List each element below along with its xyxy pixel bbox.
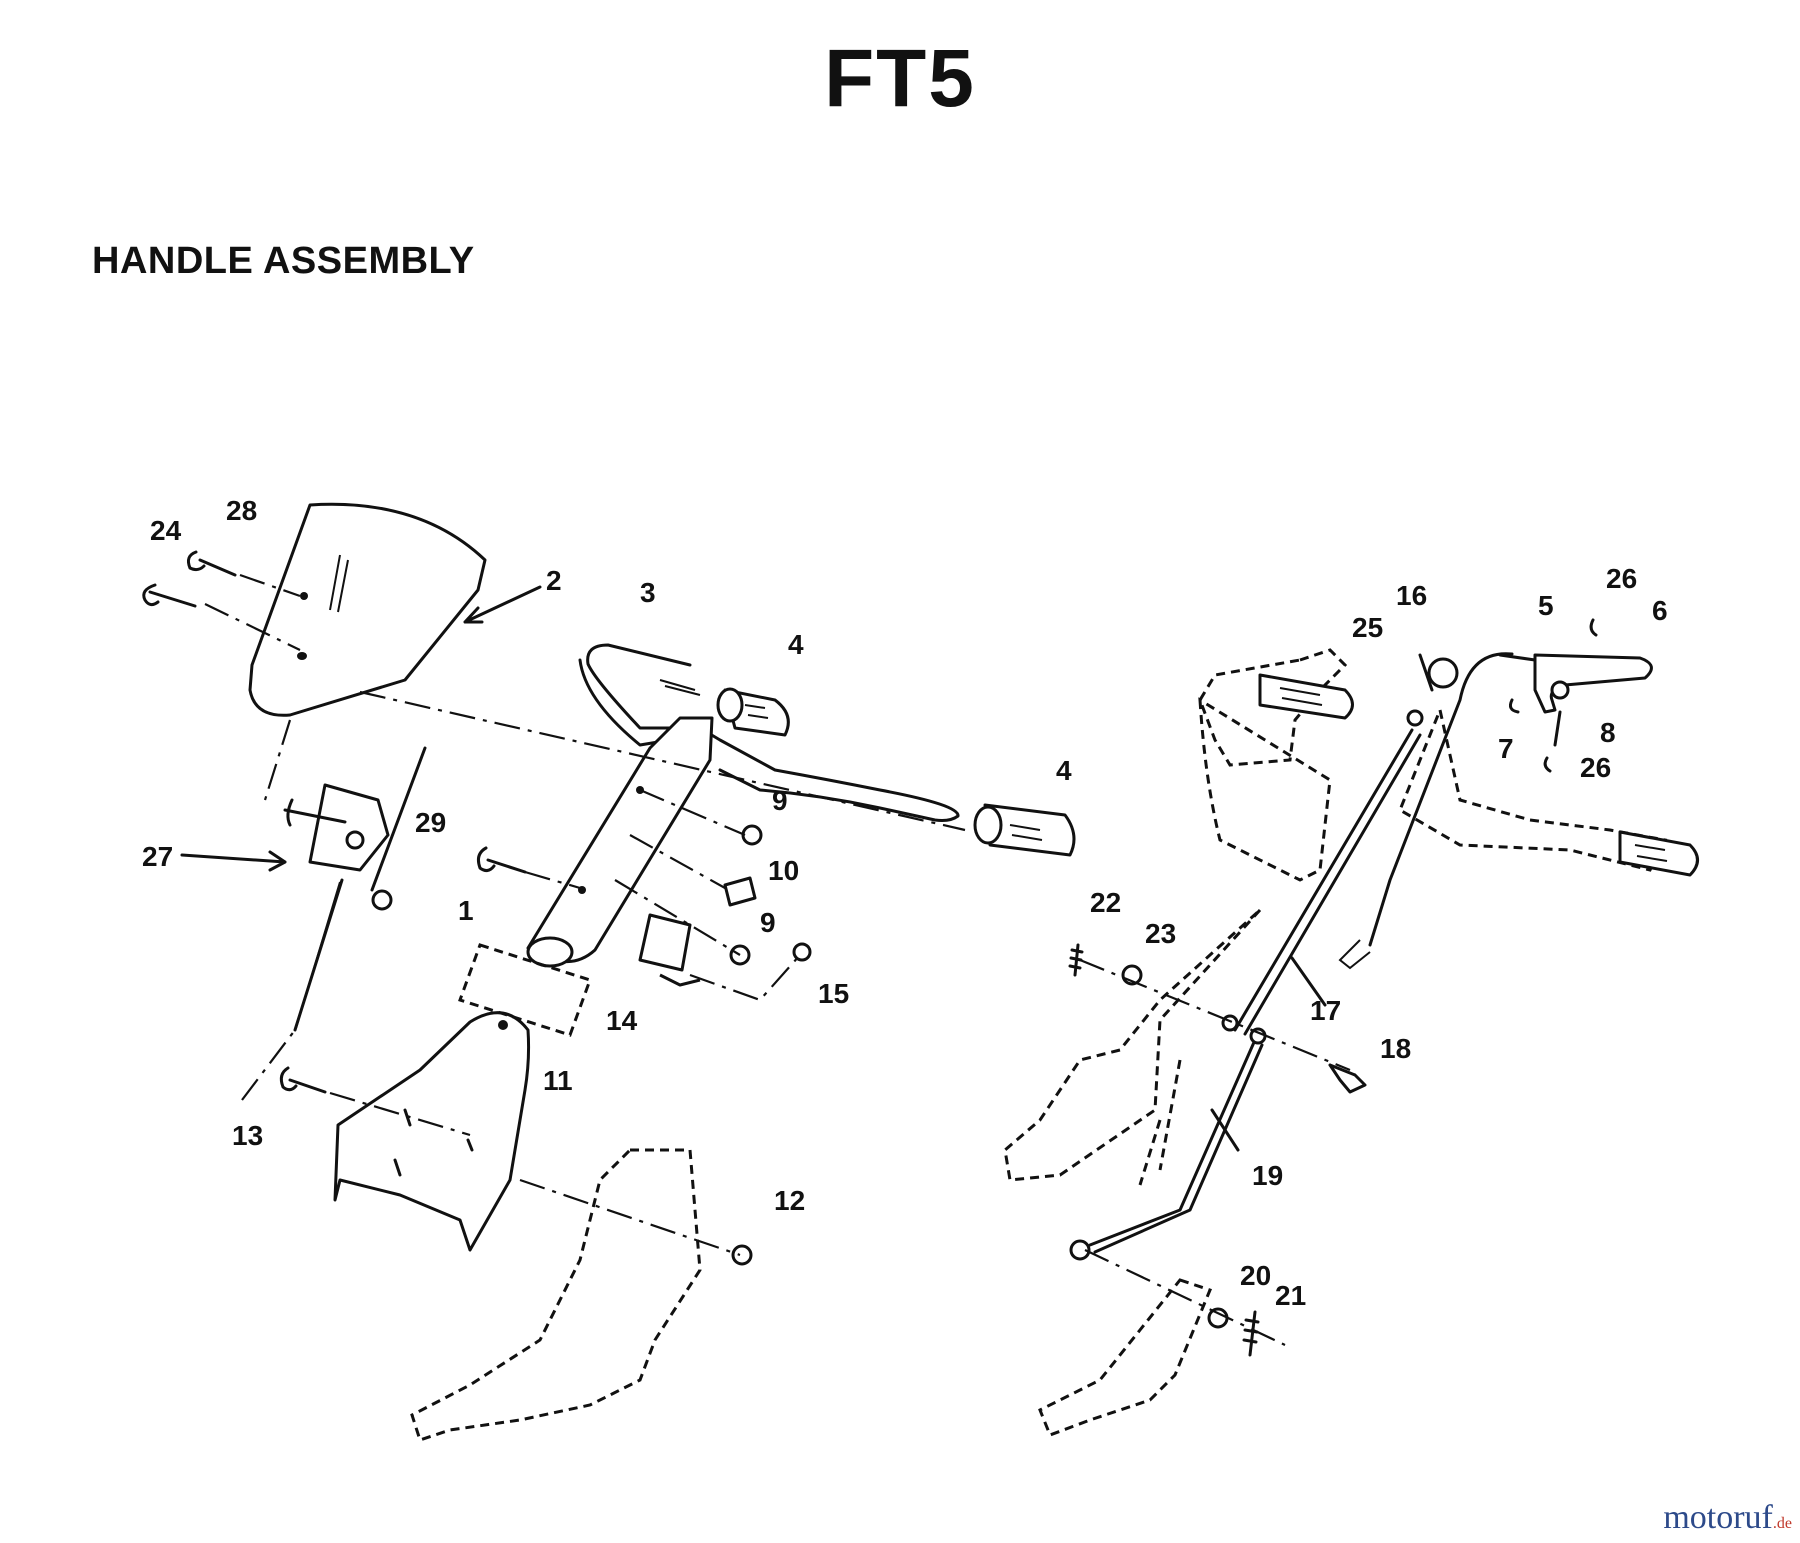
- callout-24: 24: [150, 515, 182, 546]
- lower-bracket: [333, 1011, 531, 1252]
- bolt-13: [279, 1066, 327, 1094]
- spacer-outline: [458, 943, 592, 1037]
- callout-6: 6: [1652, 595, 1668, 626]
- bolt-24: [142, 583, 197, 608]
- shift-knob: [1427, 657, 1459, 689]
- callout-23: 23: [1145, 918, 1176, 949]
- callout-25: 25: [1352, 612, 1383, 643]
- screw-28: [187, 550, 237, 577]
- clip-10: [723, 876, 757, 907]
- callout-4-lower: 4: [1056, 755, 1072, 786]
- shift-rod: [1233, 728, 1422, 1036]
- nut-29: [371, 889, 393, 911]
- watermark: motoruf.de: [1663, 1499, 1792, 1536]
- callout-29: 29: [415, 807, 446, 838]
- nut-9-upper: [741, 824, 763, 846]
- spring-21: [1242, 1310, 1260, 1357]
- callout-15: 15: [818, 978, 849, 1009]
- pin-8: [1553, 710, 1562, 747]
- grip-lower: [973, 803, 1076, 857]
- washer-20: [1207, 1307, 1229, 1329]
- callout-3: 3: [640, 577, 656, 608]
- left-assembly: [142, 502, 1076, 1442]
- grip-right-upper: [1258, 673, 1354, 720]
- bolt-1: [477, 846, 527, 874]
- handle-outline-right: [1198, 648, 1348, 767]
- spring-26-bottom: [1543, 756, 1552, 773]
- section-title: HANDLE ASSEMBLY: [92, 240, 475, 282]
- frame-outline-left: [410, 1148, 702, 1442]
- nut-15: [792, 942, 812, 962]
- shift-link: [1088, 1038, 1264, 1254]
- nut-25: [1406, 709, 1424, 727]
- callout-10: 10: [768, 855, 799, 886]
- callout-7: 7: [1498, 733, 1514, 764]
- handle-panel: [248, 502, 487, 717]
- callout-16: 16: [1396, 580, 1427, 611]
- grip-right: [1618, 830, 1699, 877]
- callout-26-bottom: 26: [1580, 752, 1611, 783]
- bolt-18: [1328, 1063, 1367, 1094]
- callout-9-upper: 9: [772, 785, 788, 816]
- callout-20: 20: [1240, 1260, 1271, 1291]
- callout-21: 21: [1275, 1280, 1306, 1311]
- callout-8: 8: [1600, 717, 1616, 748]
- nut-12: [731, 1244, 753, 1266]
- callout-13: 13: [232, 1120, 263, 1151]
- callout-4-upper: 4: [788, 629, 804, 660]
- grip-upper: [716, 687, 790, 737]
- callout-12: 12: [774, 1185, 805, 1216]
- callout-9-lower: 9: [760, 907, 776, 938]
- clip-7: [1509, 698, 1520, 714]
- callout-14: 14: [606, 1005, 638, 1036]
- callout-26-top: 26: [1606, 563, 1637, 594]
- right-assembly: [1003, 618, 1699, 1437]
- spring-26-top: [1589, 618, 1598, 637]
- callout-22: 22: [1090, 887, 1121, 918]
- callout-18: 18: [1380, 1033, 1411, 1064]
- spring-22: [1068, 943, 1084, 977]
- callout-1: 1: [458, 895, 474, 926]
- callout-5: 5: [1538, 590, 1554, 621]
- callout-labels: 1 2 3 4 4 5 6 7 8 9 9 10 11 12 13 14 15 …: [142, 495, 1668, 1311]
- frame-outline-right: [1038, 1278, 1212, 1437]
- callout-28: 28: [226, 495, 257, 526]
- callout-27: 27: [142, 841, 173, 872]
- throttle-cable: [1368, 652, 1514, 947]
- throttle-control: [1533, 653, 1653, 714]
- control-bracket: [308, 783, 390, 872]
- callout-17: 17: [1310, 995, 1341, 1026]
- callout-2: 2: [546, 565, 562, 596]
- diagram-code: FT5: [824, 33, 976, 124]
- handlebar: [578, 643, 702, 747]
- callout-11: 11: [543, 1065, 573, 1096]
- bracket-14: [638, 913, 701, 987]
- callout-19: 19: [1252, 1160, 1283, 1191]
